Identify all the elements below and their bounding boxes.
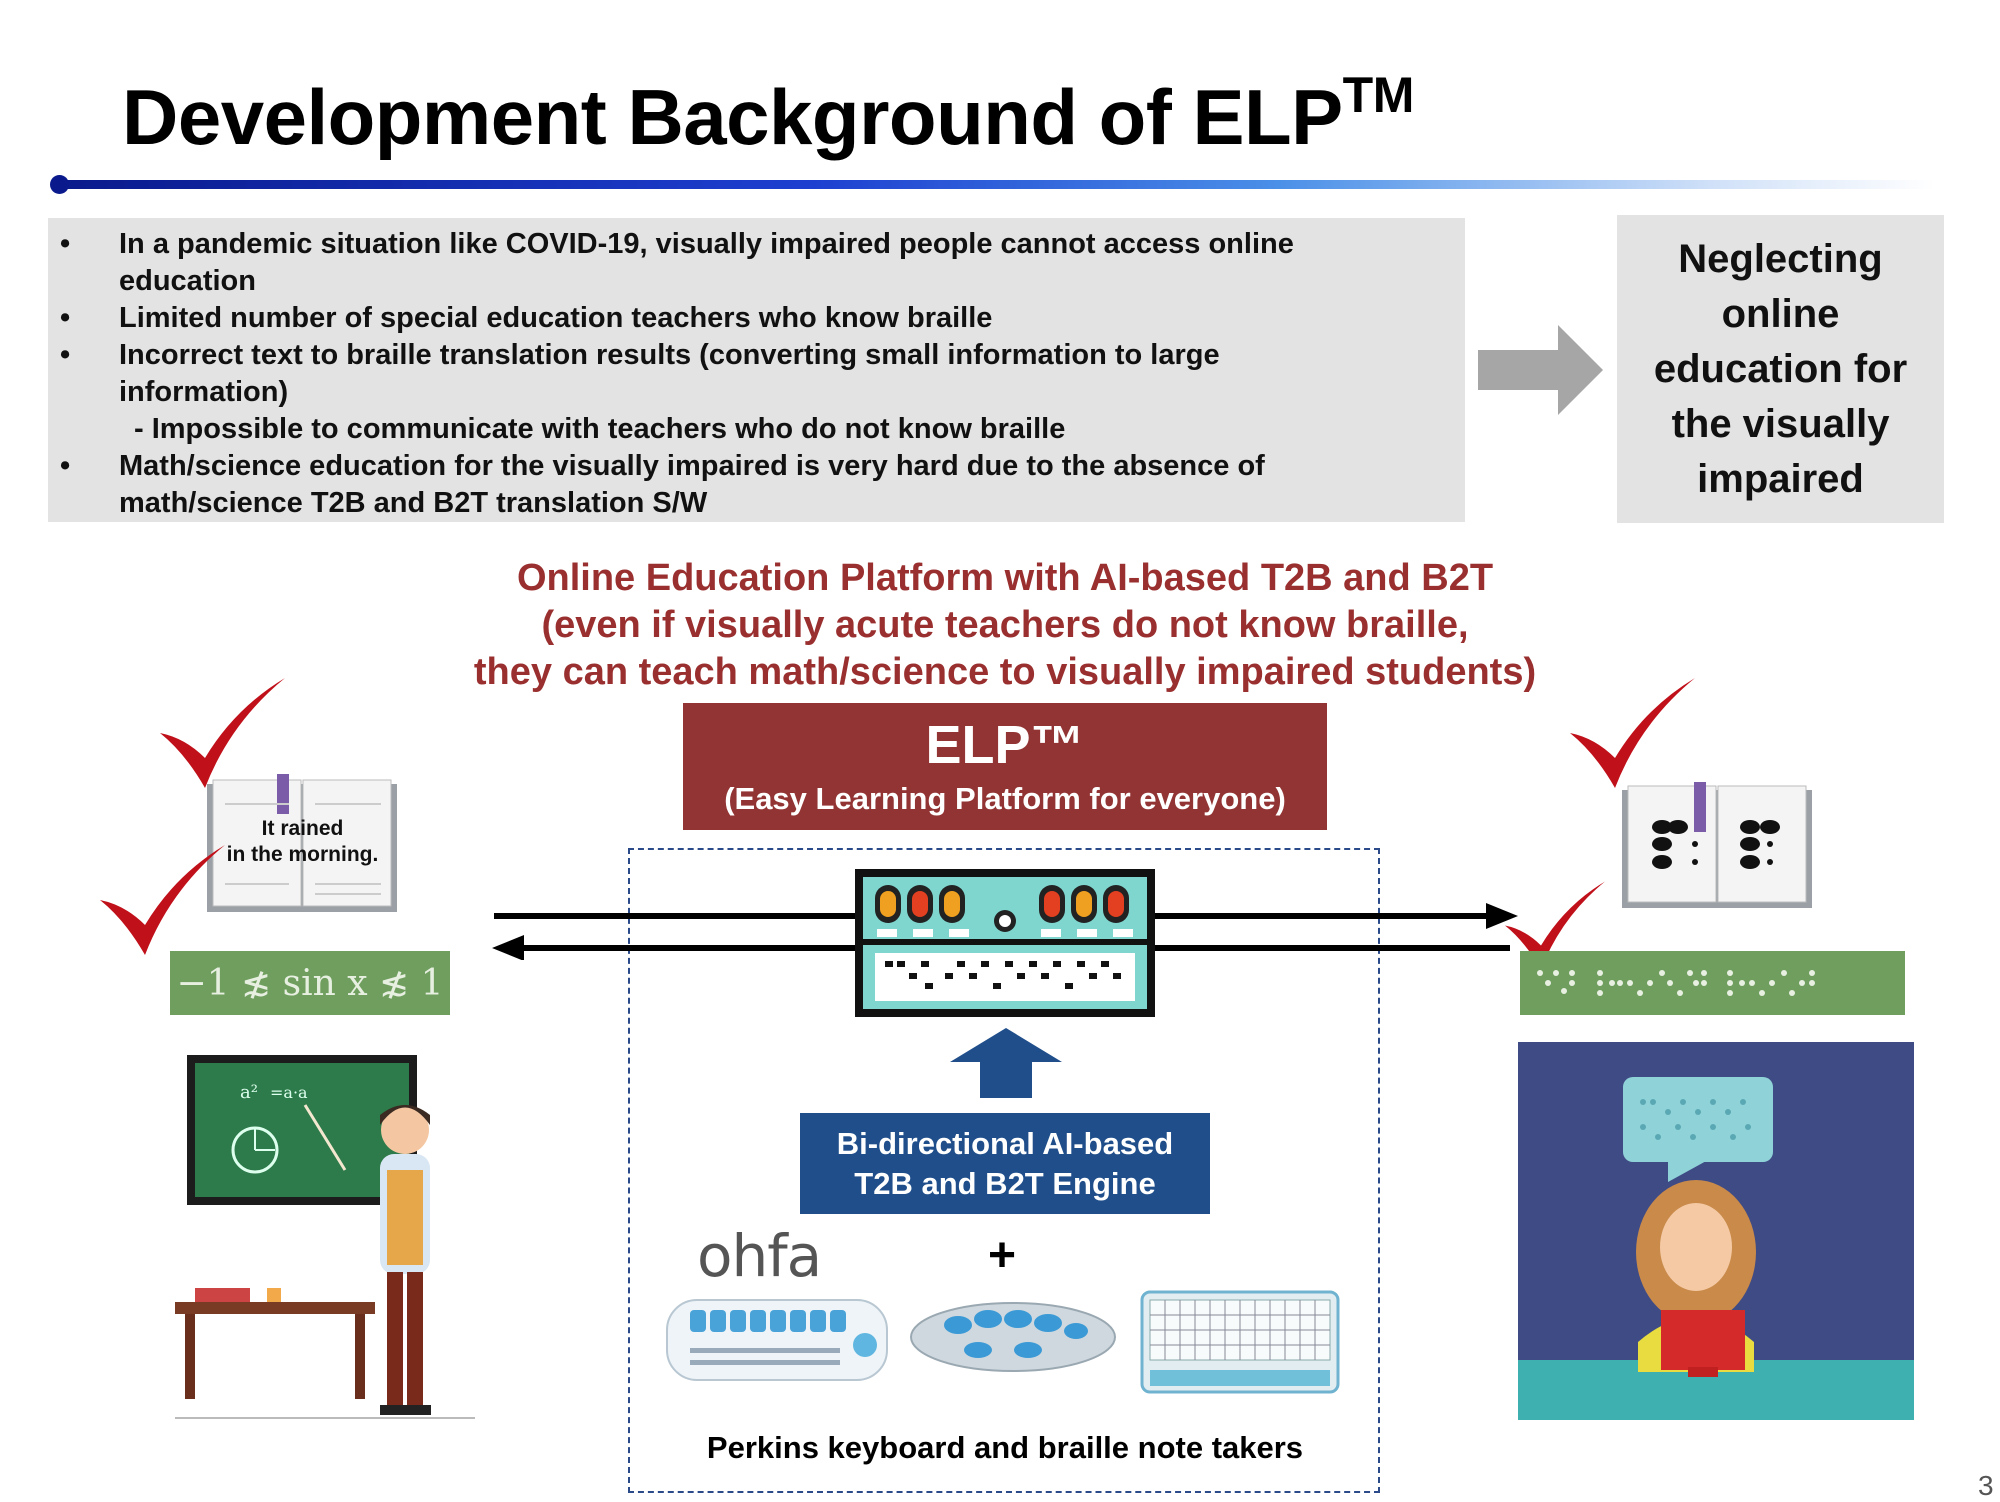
elp-banner: ELP™ (Easy Learning Platform for everyon…: [683, 703, 1327, 830]
svg-text:=a·a: =a·a: [270, 1083, 308, 1102]
bullet-text: education: [119, 265, 256, 297]
keyboard-icon: [1140, 1290, 1340, 1394]
arrow-up-icon: [950, 1028, 1062, 1098]
headline-line-3: they can teach math/science to visually …: [473, 651, 1537, 693]
bullet-text: - Impossible to communicate with teacher…: [134, 413, 1066, 445]
engine-line-1: Bi-directional AI-based: [836, 1126, 1174, 1161]
title-underline: [55, 180, 1935, 189]
bullet-text: Math/science education for the visually …: [119, 450, 1265, 482]
bullet-item: information): [48, 374, 1465, 411]
book-icon: [207, 774, 397, 912]
title-text: Development Background of ELP: [122, 73, 1343, 161]
elp-title: ELP™: [925, 715, 1085, 775]
brand-logo: ohfa: [697, 1222, 822, 1290]
check-icon: [160, 678, 285, 788]
devices-caption: Perkins keyboard and braille note takers: [706, 1430, 1304, 1465]
bullet-text: information): [119, 376, 289, 408]
headline-line-2: (even if visually acute teachers do not …: [541, 604, 1469, 646]
engine-line-2: T2B and B2T Engine: [854, 1166, 1156, 1201]
svg-text:a²: a²: [240, 1082, 258, 1103]
bullet-dot: •: [60, 228, 71, 260]
braille-text-strip: [1520, 951, 1905, 1015]
bullet-item: • Math/science education for the visually…: [48, 448, 1465, 485]
bullet-text: math/science T2B and B2T translation S/W: [119, 487, 708, 519]
check-icon: [1505, 881, 1605, 970]
bullet-item: • In a pandemic situation like COVID-19, …: [48, 226, 1465, 263]
engine-frame: [628, 848, 1380, 1493]
bullet-text: Incorrect text to braille translation re…: [119, 339, 1220, 371]
teacher-illustration: a² =a·a: [175, 1055, 475, 1419]
student-illustration: [1518, 1042, 1914, 1420]
sample-sentence-line-2: in the morning.: [226, 843, 379, 866]
braille-device-icon: [855, 869, 1155, 1017]
bullet-item: • Limited number of special education tea…: [48, 300, 1465, 337]
bullet-dot: •: [60, 302, 71, 334]
bullet-text: Limited number of special education teac…: [119, 302, 993, 334]
conclusion-box: Neglecting online education for the visu…: [1617, 215, 1944, 523]
check-icon: [1570, 678, 1695, 788]
braille-book-icon: [1622, 782, 1812, 908]
engine-label-box: Bi-directional AI-based T2B and B2T Engi…: [800, 1113, 1210, 1214]
page-title: Development Background of ELPTM: [122, 70, 1414, 156]
elp-subtitle: (Easy Learning Platform for everyone): [724, 781, 1286, 816]
bullet-text: In a pandemic situation like COVID-19, v…: [119, 228, 1294, 260]
bullet-item: • Incorrect text to braille translation r…: [48, 337, 1465, 374]
bullet-item: - Impossible to communicate with teacher…: [48, 411, 1465, 448]
headline-line-1: Online Education Platform with AI-based …: [516, 557, 1494, 599]
platform-headline: Online Education Platform with AI-based …: [400, 555, 1610, 696]
bullet-dot: •: [60, 450, 71, 482]
math-formula: −1 ≴ sin x ≴ 1: [170, 951, 450, 1015]
page-number: 3: [1978, 1470, 1994, 1501]
sample-sentence-line-1: It rained: [261, 817, 344, 840]
conclusion-text: Neglecting online education for the visu…: [1653, 236, 1908, 501]
perkins-keyboard-icon: [666, 1299, 888, 1381]
braille-note-taker-icon: [910, 1302, 1116, 1372]
title-trademark: TM: [1342, 67, 1415, 123]
bullet-dot: •: [60, 339, 71, 371]
bullet-item: math/science T2B and B2T translation S/W: [48, 485, 1465, 522]
sample-sentence: It rained in the morning.: [215, 816, 390, 868]
problem-list-box: • In a pandemic situation like COVID-19, …: [48, 218, 1465, 522]
check-icon: [100, 845, 225, 955]
plus-sign: +: [988, 1229, 1017, 1282]
title-underline-dot: [50, 175, 69, 194]
bullet-item: education: [48, 263, 1465, 300]
arrow-right-icon: [1478, 325, 1603, 415]
